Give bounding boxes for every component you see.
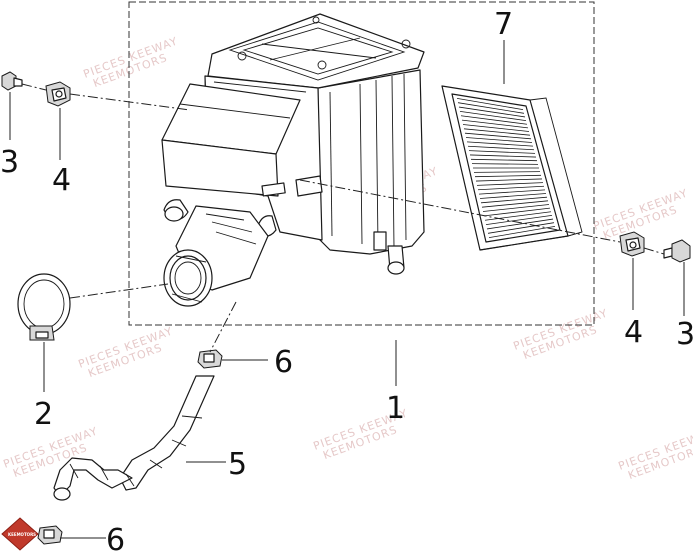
callout-7: 7 [494,7,513,42]
callout-numbers: 3 4 7 1 2 4 3 6 5 6 [0,7,693,555]
filter-pleat-line [468,150,536,154]
filter-pleat-line [457,102,525,114]
clip-nut-right [619,231,645,257]
assembly-box-outline [128,1,595,326]
callout-2: 2 [34,397,53,432]
filter-pleat-line [464,132,532,140]
filter-pleat-line [481,200,549,208]
bolt-left [1,71,23,91]
filter-pleat-line [479,193,547,199]
brand-logo: KEEMOTORS [1,517,39,551]
hose-clamp [17,273,71,341]
filter-pleat-line [456,97,524,111]
filter-pleat-line [478,189,546,195]
clip-nut-left [45,81,71,107]
filter-pleat-line [460,115,528,125]
callout-1: 1 [386,391,405,426]
callout-5: 5 [228,447,247,482]
breather-hose [53,375,215,501]
filter-pleat-line [485,215,553,225]
filter-pleat-line [465,137,533,143]
filter-pleat-line [484,211,552,221]
callout-6-top: 6 [274,345,293,380]
filter-pleat-line [459,111,527,121]
filter-pleat-line [482,204,550,212]
assembly-lines [21,83,665,353]
callout-3-left: 3 [0,145,19,180]
filter-pleat-line [471,163,539,165]
callout-4-left: 4 [52,163,71,198]
air-filter-element [441,85,583,251]
filter-pleat-line [477,185,545,191]
filter-pleat-line [461,119,529,129]
filter-pleat-line [488,225,556,239]
callout-4-right: 4 [624,315,643,350]
filter-pleat-line [467,145,535,151]
filter-pleat-line [474,174,542,178]
hose-clip-top [197,349,223,369]
filter-pleat-line [480,196,548,204]
leader-lines [9,40,685,539]
filter-pleat-line [475,178,543,182]
filter-pleat-line [476,182,544,186]
bolt-right [663,239,691,263]
filter-pleat-line [483,207,551,217]
filter-pleats [456,97,556,239]
filter-pleat-line [473,171,541,173]
airbox-housing [161,13,425,307]
filter-pleat-line [487,222,555,234]
hose-clip-bottom [37,525,63,545]
filter-pleat-line [470,158,538,162]
filter-pleat-line [462,124,530,132]
filter-pleat-line [463,128,531,136]
filter-pleat-line [486,218,554,230]
brand-logo-text: KEEMOTORS [8,532,36,537]
filter-pleat-line [466,141,534,147]
filter-pleat-line [458,106,526,118]
filter-pleat-line [469,154,537,158]
callout-3-right: 3 [676,317,693,352]
callout-6-bottom: 6 [106,523,125,555]
